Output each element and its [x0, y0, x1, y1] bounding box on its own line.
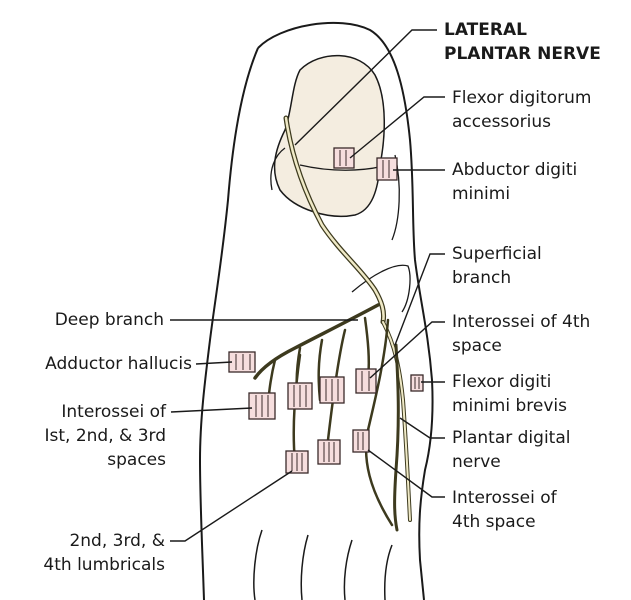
abductor-digiti-minimi-patch — [376, 157, 398, 181]
leader-lateral-plantar-nerve — [294, 29, 437, 146]
leader-interossei-4th-upper — [369, 321, 445, 379]
flexor-digiti-minimi-brevis-patch — [410, 374, 424, 392]
deep-branch-twigs — [266, 316, 371, 464]
label-superficial-branch: Superficial branch — [452, 244, 542, 288]
leader-adductor-hallucis — [195, 361, 233, 365]
lateral-plantar-nerve-trunk-core — [284, 116, 385, 324]
leader-interossei-1-2-3 — [170, 407, 253, 413]
label-interossei-4th-space-lower: Interossei of 4th space — [452, 488, 557, 532]
label-lumbricals: 2nd, 3rd, & 4th lumbricals — [43, 531, 165, 575]
leader-plantar-digital-nerve — [399, 417, 445, 439]
leader-lines — [170, 29, 445, 542]
label-flexor-digitorum-accessorius: Flexor digitorum accessorius — [452, 88, 592, 132]
leader-interossei-4th-lower — [367, 449, 445, 498]
label-abductor-digiti-minimi: Abductor digiti minimi — [452, 160, 578, 204]
label-interossei-4th-space-upper: Interossei of 4th space — [452, 312, 591, 356]
flexor-digitorum-accessorius-patch — [333, 147, 355, 169]
label-deep-branch: Deep branch — [54, 310, 164, 330]
muscle-patch-stripes — [235, 150, 420, 471]
leader-flexor-digitorum-accessorius — [349, 96, 445, 159]
lateral-digital-branch — [364, 318, 394, 527]
interossei-4th-space-patch-lower — [352, 429, 370, 453]
leader-superficial-branch — [394, 253, 445, 346]
toe-outlines — [253, 529, 393, 600]
label-lateral-plantar-nerve: LATERAL PLANTAR NERVE — [444, 20, 601, 64]
interossei-4th-space-patch-upper — [355, 368, 377, 394]
label-interossei-1st-2nd-3rd: Interossei of Ist, 2nd, & 3rd spaces — [44, 402, 167, 470]
superficial-branch-nerve-core — [382, 321, 411, 521]
label-plantar-digital-nerve: Plantar digital nerve — [452, 428, 571, 472]
foot-outline — [198, 21, 434, 600]
adductor-hallucis-patch — [228, 351, 256, 373]
label-adductor-hallucis: Adductor hallucis — [45, 354, 192, 374]
label-flexor-digiti-minimi-brevis: Flexor digiti minimi brevis — [452, 372, 567, 416]
plantar-digital-nerve — [393, 343, 400, 532]
deep-branch-nerve — [253, 303, 380, 380]
leader-lumbricals — [170, 470, 293, 542]
